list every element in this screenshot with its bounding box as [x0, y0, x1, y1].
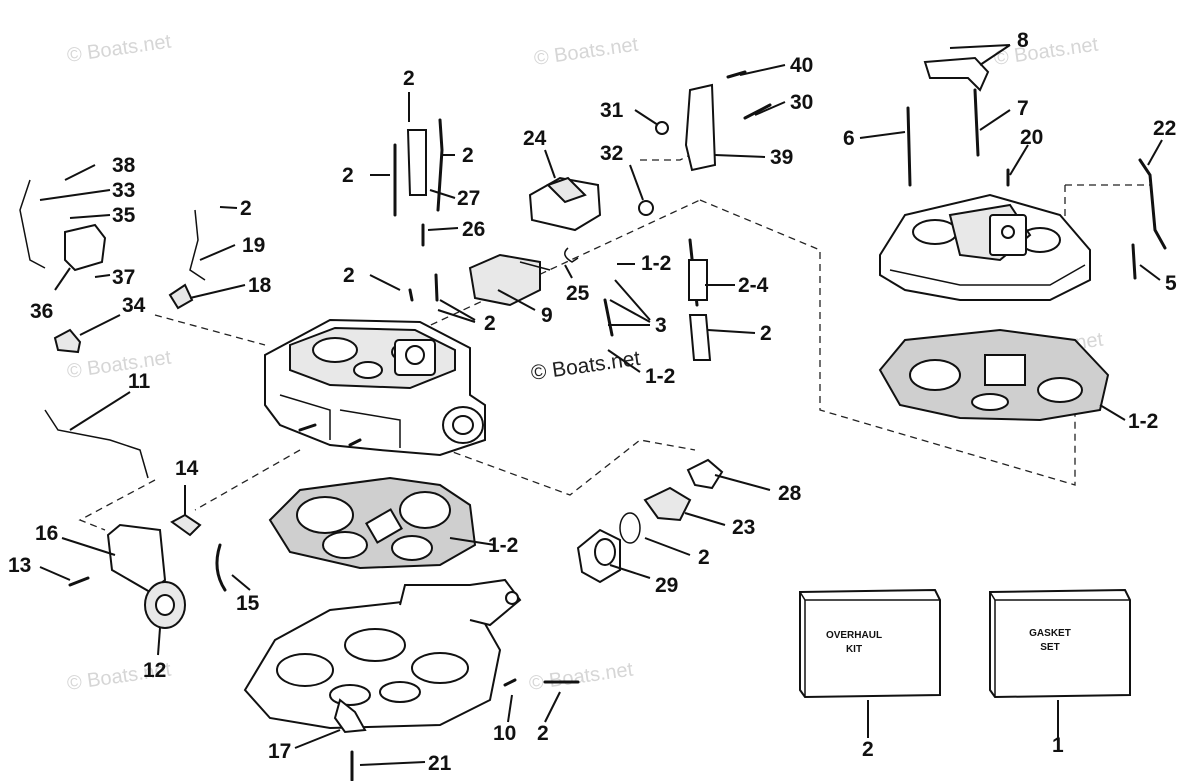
throttle-body-gasket — [268, 476, 477, 570]
carburetor-main-body — [264, 318, 486, 457]
callout-15: 15 — [236, 592, 260, 615]
pump-cover-part-9 — [468, 253, 551, 307]
callout-27: 27 — [457, 187, 480, 210]
air-horn — [879, 193, 1091, 301]
callout-1: 1 — [1052, 734, 1064, 757]
callout-1-2: 1-2 — [641, 252, 671, 275]
cover-part-24 — [528, 176, 602, 232]
watermark: © Boats.net — [528, 659, 635, 695]
small-hardware — [68, 56, 1167, 781]
callout-12: 12 — [143, 659, 166, 682]
air-horn-gasket — [878, 328, 1110, 422]
overhaul-kit-label-1: OVERHAUL — [826, 630, 882, 641]
callout-2: 2 — [343, 264, 355, 287]
gasket-set-box: GASKET SET — [989, 588, 1131, 699]
callout-23: 23 — [732, 516, 755, 539]
callout-19: 19 — [242, 234, 265, 257]
callout-40: 40 — [790, 54, 813, 77]
callout-18: 18 — [248, 274, 272, 297]
callout-14: 14 — [175, 457, 199, 480]
overhaul-kit-label-2: KIT — [846, 644, 862, 655]
watermark: © Boats.net — [66, 31, 173, 67]
watermark: © Boats.net — [993, 34, 1100, 70]
callout-2-4: 2-4 — [738, 274, 769, 297]
callout-39: 39 — [770, 146, 793, 169]
callout-25: 25 — [566, 282, 590, 305]
watermark-center: © Boats.net — [529, 347, 641, 385]
callout-11: 11 — [128, 370, 151, 393]
callout-1-2: 1-2 — [488, 534, 518, 557]
callout-26: 26 — [462, 218, 485, 241]
callout-34: 34 — [122, 294, 146, 317]
callout-2: 2 — [462, 144, 474, 167]
callout-30: 30 — [790, 91, 813, 114]
callout-2: 2 — [698, 546, 710, 569]
callout-3: 3 — [655, 314, 667, 337]
watermark: © Boats.net — [66, 347, 173, 383]
callout-13: 13 — [8, 554, 31, 577]
callout-28: 28 — [778, 482, 802, 505]
callout-6: 6 — [843, 127, 855, 150]
overhaul-kit-box: OVERHAUL KIT — [799, 588, 941, 699]
callout-7: 7 — [1017, 97, 1029, 120]
callout-2: 2 — [760, 322, 772, 345]
gasket-set-label-2: SET — [1040, 642, 1059, 653]
callout-10: 10 — [493, 722, 516, 745]
callout-2: 2 — [240, 197, 252, 220]
callout-1-2: 1-2 — [1128, 410, 1158, 433]
callout-2: 2 — [342, 164, 354, 187]
callout-1-2: 1-2 — [645, 365, 675, 388]
leader-lines — [39, 44, 1163, 766]
callout-22: 22 — [1153, 117, 1176, 140]
callout-5: 5 — [1165, 272, 1177, 295]
callout-35: 35 — [112, 204, 136, 227]
callout-32: 32 — [600, 142, 623, 165]
callout-20: 20 — [1020, 126, 1043, 149]
callout-31: 31 — [600, 99, 624, 122]
callout-38: 38 — [112, 154, 136, 177]
gasket-set-label-1: GASKET — [1029, 628, 1071, 639]
callout-24: 24 — [523, 127, 547, 150]
callout-9: 9 — [541, 304, 553, 327]
callout-2: 2 — [403, 67, 415, 90]
choke-assembly — [19, 179, 227, 629]
throttle-body — [243, 578, 522, 734]
callout-29: 29 — [655, 574, 678, 597]
callout-2: 2 — [537, 722, 549, 745]
callout-8: 8 — [1017, 29, 1029, 52]
callout-36: 36 — [30, 300, 53, 323]
callout-17: 17 — [268, 740, 291, 763]
fuel-filter-parts — [576, 458, 724, 584]
callout-37: 37 — [112, 266, 135, 289]
callout-2: 2 — [862, 738, 874, 761]
callout-2: 2 — [484, 312, 496, 335]
watermark: © Boats.net — [533, 34, 640, 70]
callout-33: 33 — [112, 179, 135, 202]
callout-21: 21 — [428, 752, 452, 775]
callout-16: 16 — [35, 522, 58, 545]
callout-numbers: 2 2 2 27 26 2 2 9 24 25 1-2 3 1-2 2-4 2 … — [8, 29, 1177, 775]
